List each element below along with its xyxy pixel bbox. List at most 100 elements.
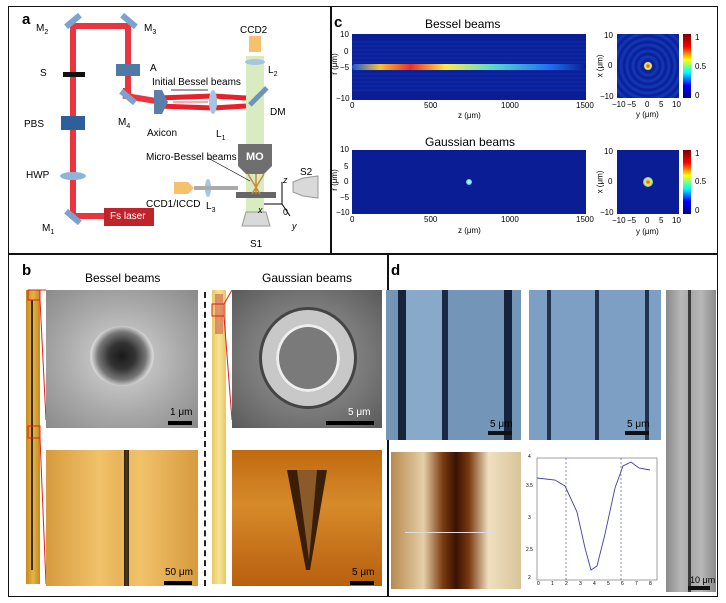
gauss-small-ytick-10: 10 <box>604 147 613 156</box>
bessel-small-xlabel: y (μm) <box>636 110 659 119</box>
light-source-s1 <box>241 211 271 227</box>
scale-bar-sem-bessel <box>168 421 192 425</box>
profile-xtick-6: 6 <box>621 581 624 587</box>
gaussian-focus-spot <box>466 179 472 185</box>
bessel-long-ytick-m5: −5 <box>340 63 350 72</box>
bessel-long-ytick-10: 10 <box>340 30 349 39</box>
bessel-long-ylabel: r (μm) <box>329 53 339 75</box>
gauss-long-xlabel: z (μm) <box>458 226 481 235</box>
gauss-long-xtick-1000: 1000 <box>501 215 519 224</box>
colorbar-top <box>683 34 691 98</box>
gauss-long-xtick-500: 500 <box>424 215 438 224</box>
bessel-long-xlabel: z (μm) <box>458 111 481 120</box>
cbar-bot-tick-05: 0.5 <box>695 177 707 186</box>
afm-profile-svg <box>536 457 658 581</box>
label-initial-bessel: Initial Bessel beams <box>152 77 241 88</box>
green-beam-column <box>246 56 264 226</box>
gauss-long-ytick-5: 5 <box>344 162 349 171</box>
afm-topography-map <box>391 452 521 589</box>
bessel-small-xtick-10: 10 <box>672 100 681 109</box>
panel-c-letter: c <box>334 14 343 31</box>
scale-label-d-left: 5 μm <box>490 419 513 430</box>
ccd1-camera <box>174 182 194 194</box>
scale-bar-sem-d <box>688 586 710 590</box>
scale-label-sem-bessel: 1 μm <box>170 407 193 418</box>
label-l2: L2 <box>268 65 278 79</box>
bessel-small-ytick-10: 10 <box>604 31 613 40</box>
optical-bessel-channel <box>46 450 198 586</box>
label-pbs: PBS <box>24 119 45 130</box>
axicon <box>154 90 168 114</box>
panel-d-letter: d <box>391 262 401 279</box>
cbar-top-tick-05: 0.5 <box>695 62 707 71</box>
shutter <box>63 72 85 77</box>
label-micro-bessel: Micro-Bessel beams <box>146 152 237 163</box>
coordinate-axes <box>264 182 291 217</box>
gaussian-longitudinal-plot <box>352 150 586 214</box>
optical-channels-left <box>386 290 521 440</box>
lens-l2 <box>245 59 265 65</box>
scale-label-d-right: 5 μm <box>627 419 650 430</box>
profile-xtick-7: 7 <box>635 581 638 587</box>
profile-ytick-3: 3 <box>528 515 531 521</box>
scale-bar-opt-gauss <box>350 581 374 585</box>
gaussian-cross-section <box>617 150 679 214</box>
bessel-long-xtick-1000: 1000 <box>501 101 519 110</box>
bessel-longitudinal-plot <box>352 34 586 100</box>
axis-label-origin: 0 <box>283 207 289 217</box>
axis-label-x: x <box>258 205 263 215</box>
scale-bar-d-left <box>488 431 512 435</box>
mirror-m3 <box>120 12 138 30</box>
dichroic-mirror <box>248 86 269 107</box>
gauss-long-ytick-m10: −10 <box>336 208 350 217</box>
mirror-m4 <box>119 88 137 106</box>
optical-gaussian-cone <box>232 450 382 586</box>
zoom-connector-lines <box>27 289 233 585</box>
label-m2: M2 <box>36 23 49 37</box>
light-source-s2 <box>292 175 319 199</box>
bessel-long-ytick-0: 0 <box>344 47 349 56</box>
bessel-small-xtick-5: 5 <box>659 100 664 109</box>
cbar-top-tick-0: 0 <box>695 91 700 100</box>
bessel-small-xtick-m5: −5 <box>627 100 637 109</box>
profile-ytick-35: 3.5 <box>526 483 533 489</box>
profile-xtick-2: 2 <box>565 581 568 587</box>
gauss-small-ylabel: x (μm) <box>595 170 605 194</box>
profile-ytick-4: 4 <box>528 454 531 460</box>
gauss-long-ytick-0: 0 <box>344 177 349 186</box>
attenuator <box>116 64 140 76</box>
profile-xtick-4: 4 <box>593 581 596 587</box>
cbar-top-tick-1: 1 <box>695 33 700 42</box>
sem-bessel-hole <box>46 290 198 428</box>
profile-xtick-3: 3 <box>579 581 582 587</box>
optical-channels-right <box>529 290 661 440</box>
bessel-long-xtick-500: 500 <box>424 101 438 110</box>
scale-label-sem-d: 10 μm <box>690 575 716 585</box>
scale-bar-opt-bessel <box>164 581 192 585</box>
axis-label-y: y <box>292 221 297 231</box>
panel-a-frame <box>8 6 331 254</box>
sample-stage <box>236 192 276 198</box>
bessel-core <box>352 64 586 70</box>
cbar-bot-tick-0: 0 <box>695 206 700 215</box>
cbar-bot-tick-1: 1 <box>695 149 700 158</box>
pbs-cube <box>61 116 85 130</box>
profile-xtick-5: 5 <box>607 581 610 587</box>
bessel-long-xtick-1500: 1500 <box>576 101 594 110</box>
gauss-small-xlabel: y (μm) <box>636 227 659 236</box>
label-mo: MO <box>246 151 264 163</box>
bessel-small-xtick-m10: −10 <box>612 100 626 109</box>
label-s1: S1 <box>250 239 263 250</box>
label-s2: S2 <box>300 167 313 178</box>
lens-l1 <box>209 90 217 114</box>
bessel-long-xtick-0: 0 <box>350 101 355 110</box>
b-gaussian-title: Gaussian beams <box>262 271 353 285</box>
hwp-plate <box>60 172 86 180</box>
ccd2-camera <box>249 36 261 52</box>
label-l3: L3 <box>206 201 216 215</box>
gauss-long-ytick-m5: −5 <box>340 193 350 202</box>
axis-label-z: z <box>283 175 288 185</box>
scale-label-opt-bessel: 50 μm <box>165 567 193 578</box>
profile-xtick-8: 8 <box>649 581 652 587</box>
afm-profile-chart <box>525 452 663 589</box>
